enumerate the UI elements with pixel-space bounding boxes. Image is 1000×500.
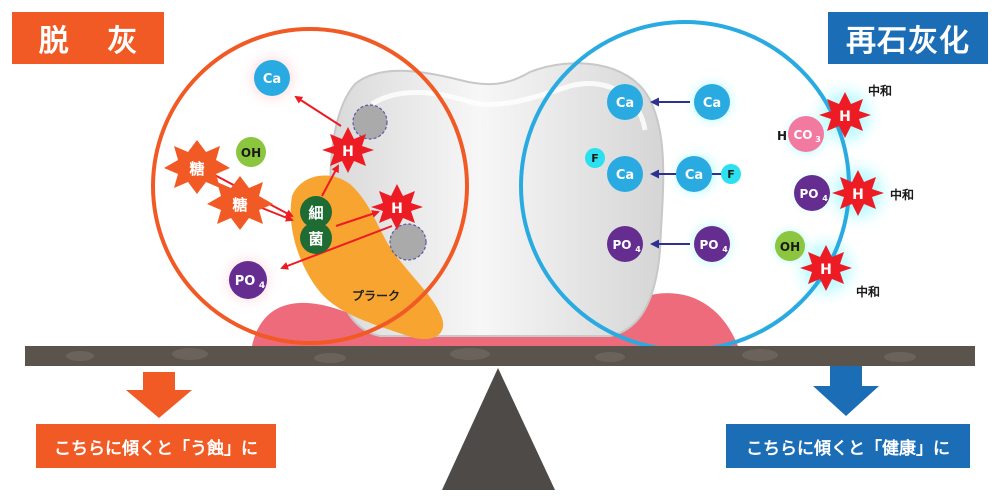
h-ion-right-1: H — [819, 92, 871, 138]
co3-ion: H CO 3 — [777, 116, 824, 152]
oh-ion-right: OH — [775, 231, 805, 261]
ca-ion-right-4: Ca — [676, 156, 712, 192]
svg-text:4: 4 — [822, 194, 828, 203]
svg-text:3: 3 — [815, 135, 821, 144]
po4-ion-right-3: PO 4 — [794, 175, 830, 211]
demineralization-circle — [151, 27, 469, 345]
h-ion-right-2: H — [832, 170, 884, 216]
svg-text:PO: PO — [700, 238, 719, 252]
po4-ion-left: PO 4 — [229, 261, 267, 299]
po4-ion-right-1: PO 4 — [607, 226, 643, 262]
svg-text:菌: 菌 — [308, 230, 323, 248]
svg-text:Ca: Ca — [263, 72, 281, 87]
neutralize-label-3: 中和 — [856, 284, 880, 299]
ca-ion-right-1: Ca — [607, 84, 643, 120]
plaque-label: プラーク — [352, 288, 400, 303]
svg-text:H: H — [391, 201, 403, 217]
ca-ion-right-2: Ca — [694, 84, 730, 120]
h-ion-left-1: H — [322, 127, 374, 173]
demineralization-title: 脱 灰 — [12, 12, 164, 64]
svg-text:Ca: Ca — [703, 96, 721, 111]
cavity-lower — [389, 223, 427, 261]
cavity-upper — [352, 104, 388, 140]
svg-text:PO: PO — [235, 274, 256, 289]
neutralize-label-2: 中和 — [890, 187, 914, 202]
h-ion-left-2: H — [371, 184, 423, 230]
svg-text:Ca: Ca — [616, 96, 634, 111]
f-ion-right-2: F — [721, 164, 741, 184]
svg-text:H: H — [777, 129, 787, 143]
svg-text:4: 4 — [259, 281, 265, 291]
svg-text:4: 4 — [722, 245, 728, 254]
sugar-star-2: 糖 — [207, 176, 273, 230]
seesaw-beam — [25, 346, 975, 366]
f-ion-right-1: F — [585, 148, 605, 168]
down-arrow-left — [126, 372, 192, 418]
svg-text:H: H — [342, 144, 354, 160]
svg-text:Ca: Ca — [685, 168, 703, 183]
demineralization-caption: こちらに傾くと「う蝕」に — [36, 424, 276, 468]
oh-ion-left: OH — [236, 137, 266, 167]
svg-text:糖: 糖 — [189, 160, 204, 178]
svg-text:CO: CO — [793, 128, 812, 142]
bacteria: 細 菌 — [300, 196, 332, 254]
down-arrow-right — [813, 366, 879, 416]
neutralize-label-1: 中和 — [868, 83, 892, 98]
h-ion-right-3: H — [800, 245, 852, 291]
svg-text:OH: OH — [241, 146, 261, 160]
svg-text:糖: 糖 — [232, 196, 247, 214]
svg-text:F: F — [727, 168, 735, 181]
svg-text:PO: PO — [800, 187, 819, 201]
remineralization-caption: こちらに傾くと「健康」に — [726, 424, 970, 468]
svg-text:H: H — [820, 262, 832, 278]
ca-ion-left: Ca — [254, 60, 290, 96]
svg-text:4: 4 — [635, 245, 641, 254]
svg-text:PO: PO — [613, 238, 632, 252]
remineralization-title: 再石灰化 — [828, 12, 988, 64]
sugar-star-1: 糖 — [164, 140, 230, 194]
right-arrows — [650, 97, 690, 249]
svg-text:H: H — [852, 187, 864, 203]
svg-text:OH: OH — [780, 240, 800, 254]
svg-text:F: F — [591, 152, 599, 165]
seesaw-fulcrum — [442, 368, 555, 490]
svg-text:H: H — [839, 109, 851, 125]
svg-text:細: 細 — [308, 204, 323, 222]
ca-ion-right-3: Ca — [607, 156, 643, 192]
svg-text:Ca: Ca — [616, 168, 634, 183]
po4-ion-right-2: PO 4 — [694, 226, 730, 262]
